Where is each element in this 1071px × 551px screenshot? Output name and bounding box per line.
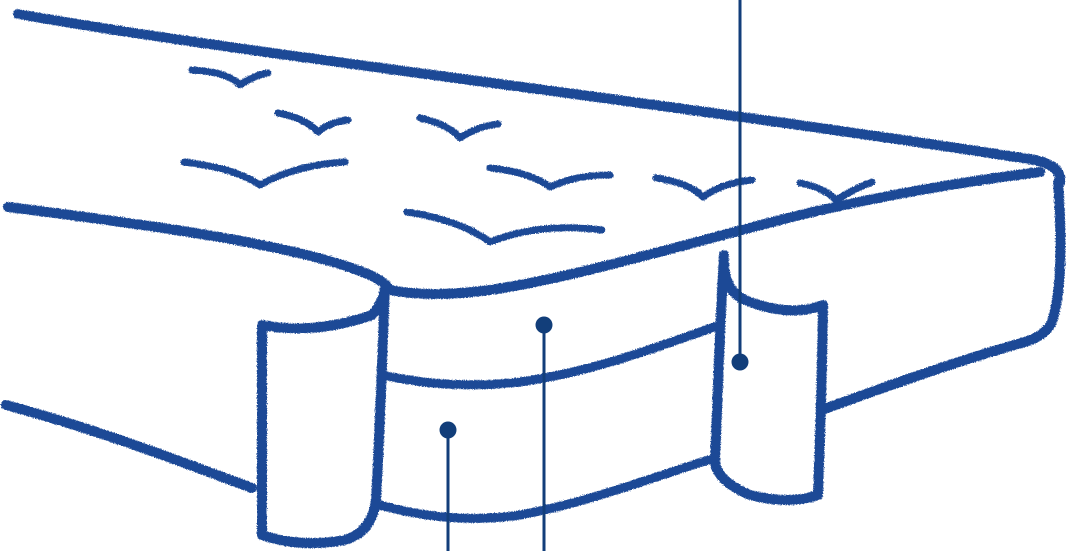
callout-dot-top-right[interactable] (732, 354, 749, 371)
tuft (420, 118, 498, 138)
mattress-drawing (6, 14, 1060, 543)
callout-dot-lower[interactable] (440, 422, 457, 439)
callout-dot-middle[interactable] (536, 317, 553, 334)
side-strap-right (715, 255, 823, 500)
layer-divider (382, 325, 720, 385)
mattress-left-bottom-edge (6, 405, 252, 488)
tuft (407, 212, 602, 242)
tuft (656, 178, 752, 197)
mattress-top-front-edge (8, 207, 390, 290)
tuft (184, 162, 345, 185)
mattress-top-back-edge (18, 14, 1060, 182)
side-strap-left (262, 285, 385, 543)
bottom-layer-edge (380, 458, 715, 518)
tuft (192, 70, 268, 85)
tuft (490, 168, 610, 187)
mattress-right-side (822, 182, 1060, 410)
tuft (278, 113, 348, 132)
tufting-marks (184, 70, 872, 242)
